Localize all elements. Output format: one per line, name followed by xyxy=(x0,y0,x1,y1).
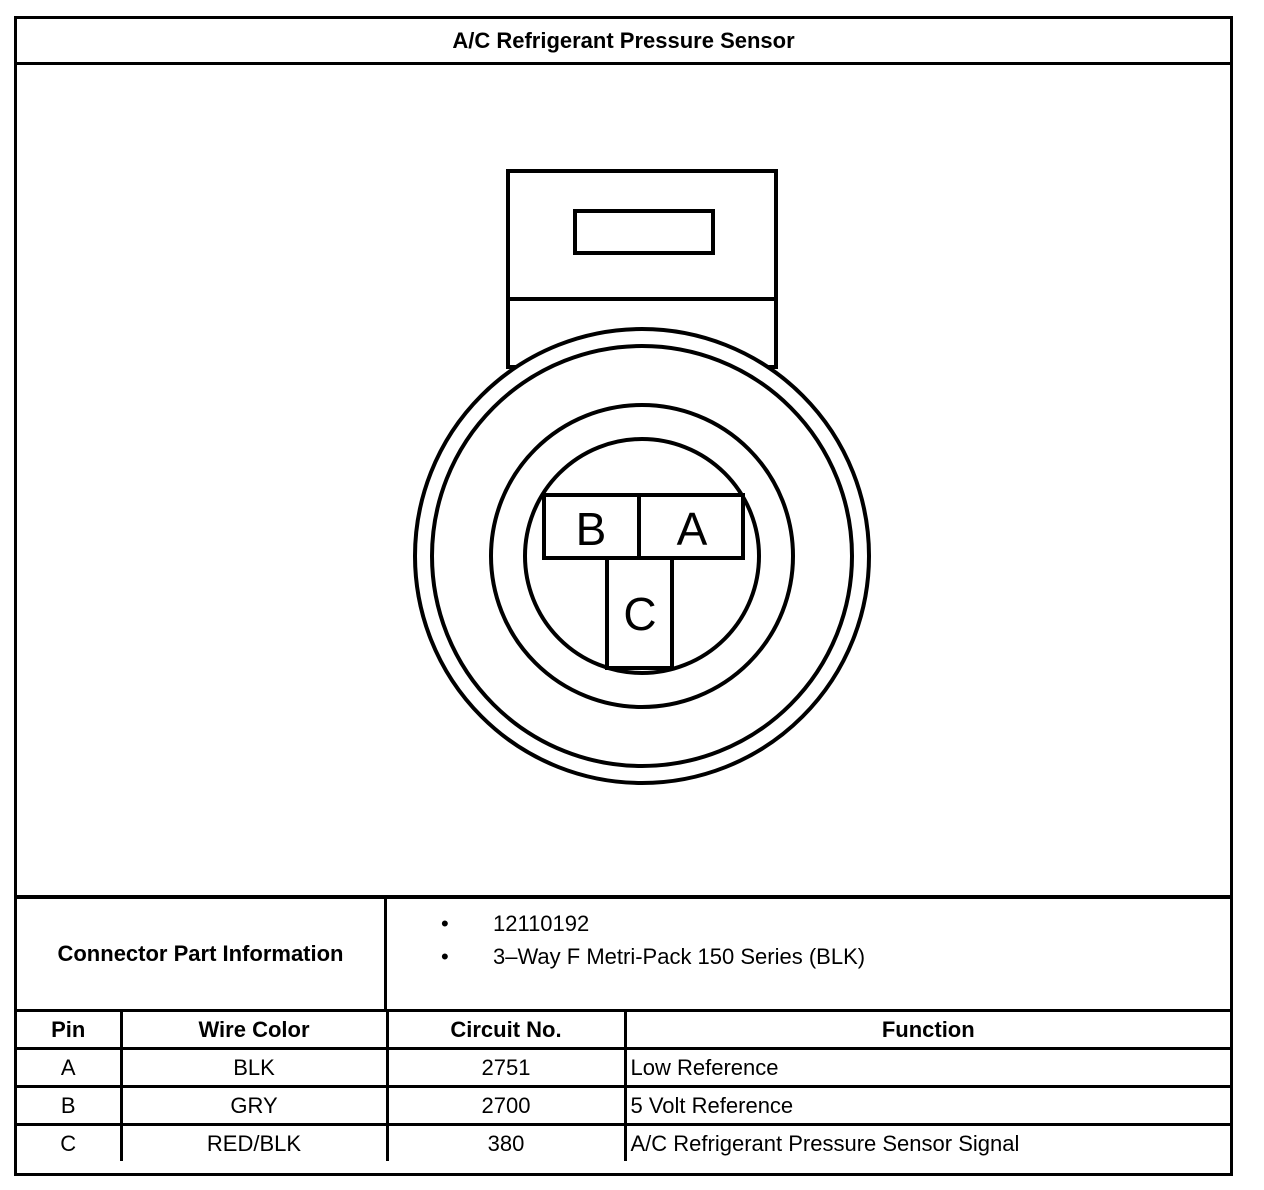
header-circuit-no: Circuit No. xyxy=(385,1012,627,1050)
part-info-item: • 3–Way F Metri-Pack 150 Series (BLK) xyxy=(389,940,865,973)
connector-series: 3–Way F Metri-Pack 150 Series (BLK) xyxy=(493,944,866,969)
part-info-label: Connector Part Information xyxy=(17,899,387,1009)
part-info-list: • 12110192 • 3–Way F Metri-Pack 150 Series… xyxy=(389,907,865,973)
cavity-c xyxy=(605,556,674,670)
cavity-a xyxy=(637,493,745,560)
table-row: B GRY 2700 5 Volt Reference xyxy=(17,1085,1230,1126)
table-row: C RED/BLK 380 A/C Refrigerant Pressure S… xyxy=(17,1123,1230,1161)
connector-sheet: A/C Refrigerant Pressure Sensor B A C Co… xyxy=(14,16,1233,1176)
pin-label-b: B xyxy=(576,503,607,555)
cell-wire-color: GRY xyxy=(119,1085,389,1126)
part-number: 12110192 xyxy=(493,911,590,936)
part-info-item: • 12110192 xyxy=(389,907,865,940)
part-info-row: Connector Part Information • 12110192 • 3–… xyxy=(17,895,1230,1012)
mid-ring xyxy=(489,403,795,709)
pin-face xyxy=(523,437,761,675)
cell-function: A/C Refrigerant Pressure Sensor Signal xyxy=(623,1123,1230,1161)
cell-circuit-no: 2700 xyxy=(385,1085,627,1126)
table-row: A BLK 2751 Low Reference xyxy=(17,1047,1230,1088)
cell-circuit-no: 380 xyxy=(385,1123,627,1161)
cell-function: Low Reference xyxy=(623,1047,1230,1088)
lock-tab-slot xyxy=(573,209,715,255)
pin-label-a: A xyxy=(677,503,708,555)
header-wire-color: Wire Color xyxy=(119,1012,389,1050)
cell-wire-color: BLK xyxy=(119,1047,389,1088)
table-header-row: Pin Wire Color Circuit No. Function xyxy=(17,1012,1230,1050)
header-pin: Pin xyxy=(17,1012,123,1050)
cell-pin: C xyxy=(17,1123,123,1161)
pin-label-c: C xyxy=(623,588,656,640)
cell-circuit-no: 2751 xyxy=(385,1047,627,1088)
cell-function: 5 Volt Reference xyxy=(623,1085,1230,1126)
bullet-icon: • xyxy=(441,944,449,969)
connector-face-drawing: B A C xyxy=(413,169,871,785)
pin-table: Pin Wire Color Circuit No. Function A BL… xyxy=(17,1012,1230,1161)
cell-pin: B xyxy=(17,1085,123,1126)
cell-pin: A xyxy=(17,1047,123,1088)
cell-wire-color: RED/BLK xyxy=(119,1123,389,1161)
bullet-icon: • xyxy=(441,911,449,936)
outer-ring-inner xyxy=(430,344,854,768)
header-function: Function xyxy=(623,1012,1230,1050)
page-title: A/C Refrigerant Pressure Sensor xyxy=(17,19,1230,65)
connector-diagram: B A C xyxy=(17,65,1230,897)
